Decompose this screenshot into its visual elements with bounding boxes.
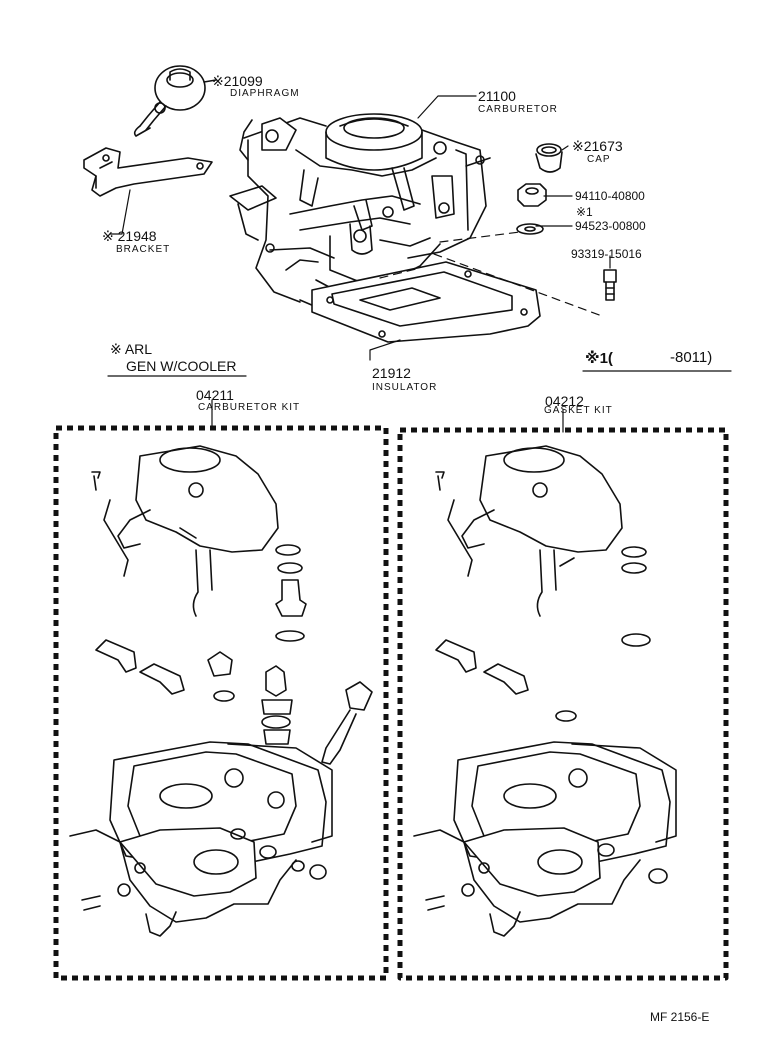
insulator-part-number: 21912	[372, 365, 411, 381]
gasket-kit-name: GASKET KIT	[544, 405, 613, 416]
carburetor-part-name: CARBURETOR	[478, 104, 558, 115]
nut-drawing	[517, 183, 547, 207]
bracket-part-number: ※ 21948	[102, 228, 157, 244]
cap-part-number: ※21673	[572, 138, 623, 154]
diaphragm-part-number: ※21099	[212, 73, 263, 89]
gasket-kit-parts	[413, 445, 677, 937]
carburetor-kit-box	[53, 425, 389, 981]
cap-drawing	[535, 143, 563, 173]
gasket-kit-part-number: 04212	[545, 393, 584, 409]
carburetor-part-number: 21100	[478, 88, 516, 104]
bracket-drawing	[83, 147, 213, 197]
bracket-part-name: BRACKET	[116, 244, 171, 255]
stud-part-number: 93319-15016	[571, 247, 642, 261]
insulator-drawing	[311, 261, 541, 343]
arl-note: ※ ARL	[110, 341, 153, 357]
carburetor-kit-name: CARBURETOR KIT	[198, 402, 301, 413]
gen-cooler-note: GEN W/COOLER	[126, 358, 237, 374]
serial-note-mark: ※1(	[585, 350, 613, 367]
carburetor-kit-part-number: 04211	[196, 387, 234, 403]
diaphragm-drawing	[133, 65, 217, 137]
insulator-part-name: INSULATOR	[372, 382, 438, 393]
serial-note-value: -8011)	[670, 349, 713, 366]
dashed-leader-lines	[379, 231, 603, 317]
cap-part-name: CAP	[587, 154, 611, 165]
washer-note-mark: ※1	[576, 205, 593, 219]
stud-drawing	[603, 269, 617, 301]
diaphragm-part-name: DIAPHRAGM	[230, 88, 300, 99]
washer-part-number: 94523-00800	[575, 219, 646, 233]
diagram-reference-code: MF 2156-E	[650, 1010, 710, 1024]
nut-part-number: 94110-40800	[575, 189, 645, 203]
carburetor-kit-parts	[69, 445, 373, 937]
gasket-kit-box	[397, 427, 729, 981]
leader-lines	[109, 95, 611, 433]
carburetor-assembly-drawing	[229, 113, 491, 313]
